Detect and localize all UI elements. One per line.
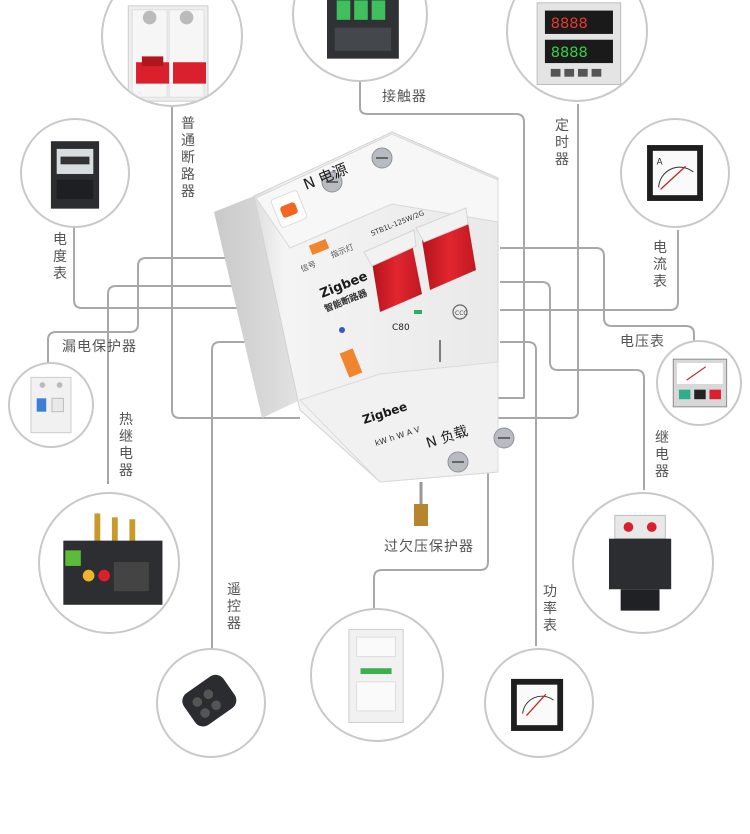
normal-breaker-circle[interactable] [101, 0, 243, 107]
rating-label: C80 [392, 323, 410, 333]
power-meter-icon [511, 678, 564, 731]
handle-left [372, 244, 422, 312]
thermal-relay-icon [63, 513, 163, 605]
timer-display-top: 8888 [551, 15, 588, 32]
svg-text:A: A [657, 157, 663, 167]
label-timer: 定时器 [555, 118, 569, 168]
svg-text:CCC: CCC [455, 310, 468, 317]
line-voltmeter [500, 247, 695, 356]
line-normal-breaker [171, 100, 300, 419]
handle-right [422, 222, 476, 290]
line-energy-meter [73, 222, 260, 309]
ammeter-icon: A [647, 145, 703, 201]
thermal-relay-circle[interactable] [38, 492, 180, 634]
label-voltage-protector: 过欠压保护器 [384, 539, 474, 555]
line-thermal-relay [107, 285, 268, 484]
line-relay [500, 281, 645, 490]
line-voltage-protector [373, 470, 489, 610]
label-energy-meter: 电度表 [53, 232, 67, 282]
label-power-meter: 功率表 [543, 584, 557, 634]
remote-icon [182, 674, 237, 727]
label-thermal-relay: 热继电器 [119, 412, 133, 479]
rcd-icon [30, 376, 72, 434]
timer-display-bottom: 8888 [551, 44, 588, 61]
ammeter-circle[interactable]: A [620, 118, 730, 228]
energy-meter-icon [50, 141, 100, 209]
line-remote [211, 341, 282, 650]
label-voltmeter: 电压表 [620, 334, 665, 350]
contactor-icon [327, 0, 399, 59]
voltmeter-icon [672, 358, 728, 408]
breaker-side [214, 196, 300, 418]
label-rcd: 漏电保护器 [62, 339, 137, 355]
label-ammeter: 电流表 [653, 240, 667, 290]
line-contactor [359, 70, 525, 399]
label-remote: 遥控器 [227, 582, 241, 632]
label-contactor: 接触器 [382, 89, 427, 105]
signal-indicator [308, 238, 330, 256]
line-power-meter [500, 341, 537, 646]
energy-meter-circle[interactable] [20, 118, 130, 228]
voltmeter-circle[interactable] [656, 340, 742, 426]
line-ammeter [500, 230, 679, 311]
voltage-protector-circle[interactable] [310, 608, 444, 742]
antenna-connector [414, 504, 428, 526]
mcb-icon [127, 5, 209, 102]
remote-circle[interactable] [156, 648, 266, 758]
relay-circle[interactable] [572, 492, 714, 634]
label-relay: 继电器 [655, 430, 669, 480]
contactor-circle[interactable] [292, 0, 428, 82]
rcd-circle[interactable] [8, 362, 94, 448]
timer-icon: 8888 8888 [536, 2, 622, 85]
label-normal-breaker: 普通断路器 [181, 116, 195, 200]
relay-icon [608, 514, 672, 611]
voltage-protector-icon [348, 628, 404, 724]
line-rcd [47, 257, 262, 368]
power-meter-circle[interactable] [484, 648, 594, 758]
timer-circle[interactable]: 8888 8888 [506, 0, 648, 102]
line-timer [490, 104, 579, 419]
